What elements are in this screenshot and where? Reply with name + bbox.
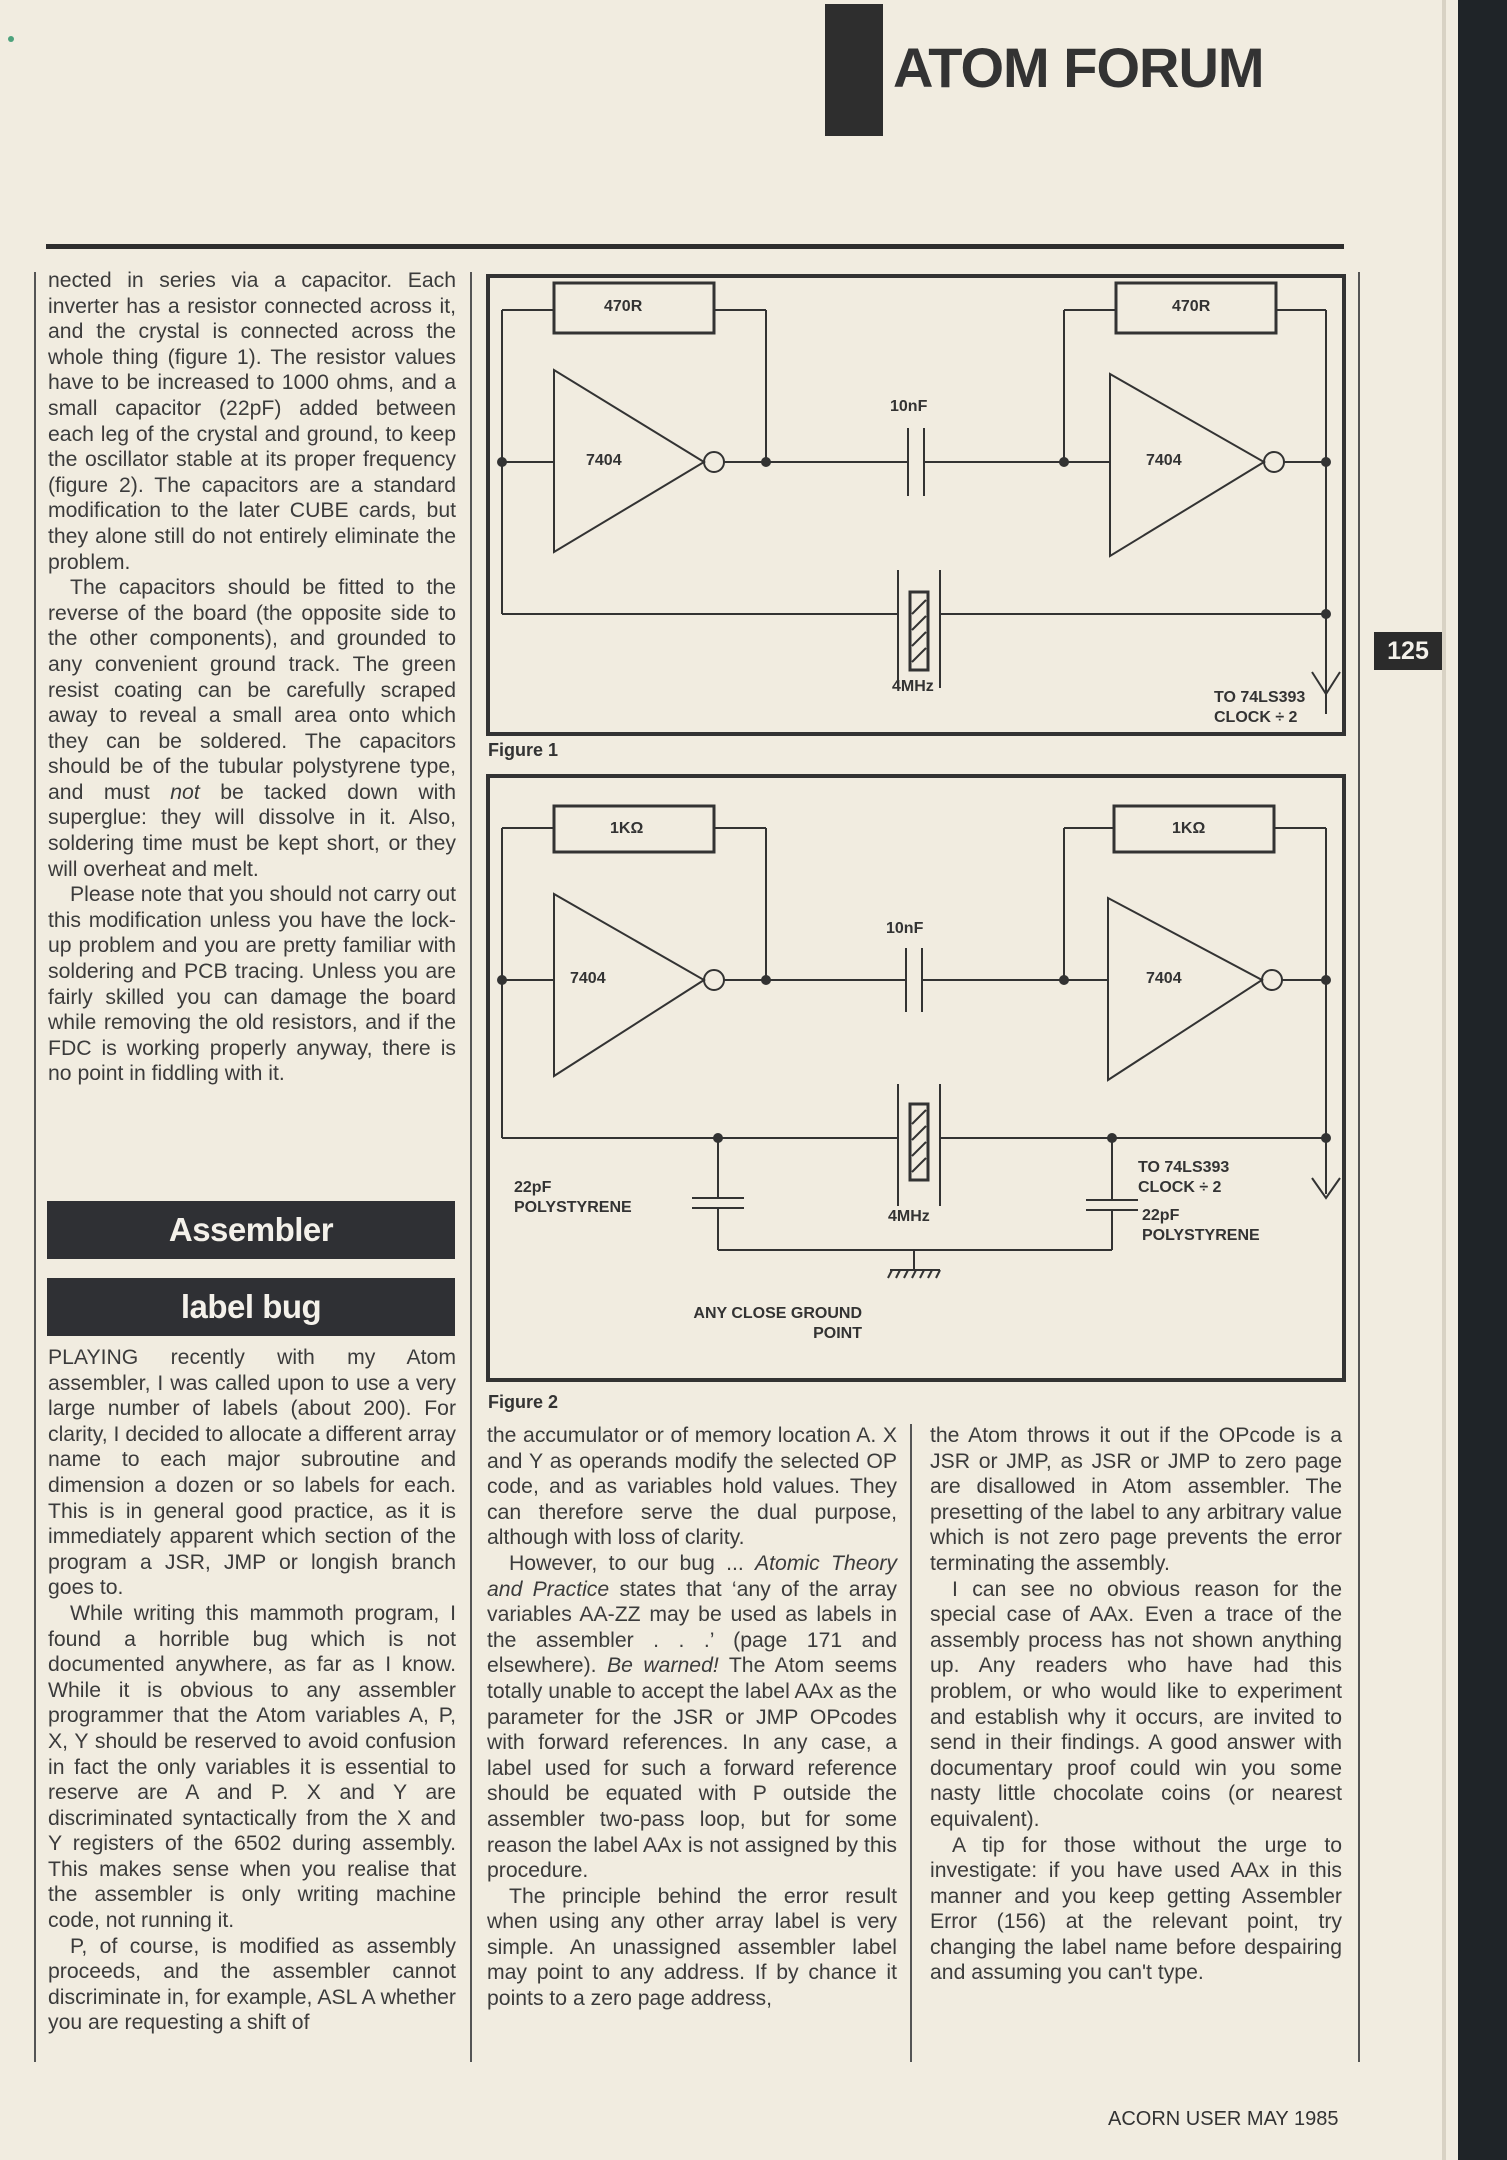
left-capacitor-label: 22pF POLYSTYRENE: [514, 1179, 632, 1216]
paragraph: the accumulator or of memory location A.…: [487, 1424, 897, 1550]
article-continuation: nected in series via a capacitor. Each i…: [48, 268, 456, 1087]
inverter-icon: [1109, 372, 1266, 558]
figure-1-caption: Figure 1: [488, 740, 559, 760]
resistor-label-right: 470R: [1172, 298, 1211, 315]
column-rule-left: [34, 272, 36, 2062]
paragraph: P, of course, is modified as assembly pr…: [48, 1934, 456, 2035]
paragraph: the Atom throws it out if the OPcode is …: [930, 1424, 1342, 1575]
figure-2-caption: Figure 2: [488, 1392, 559, 1412]
header-accent-bar: [825, 4, 883, 136]
inverter-icon: [1107, 896, 1264, 1082]
resistor-label-left: 1KΩ: [610, 820, 644, 837]
paragraph: However, to our bug ... Atomic Theory an…: [487, 1551, 897, 1883]
paragraph: I can see no obvious reason for the spec…: [930, 1577, 1342, 1831]
article-body-col3: the Atom throws it out if the OPcode is …: [930, 1423, 1342, 1986]
column-rule-right: [1358, 272, 1360, 2062]
resistor-icon: [1114, 281, 1278, 335]
ground-label: ANY CLOSE GROUND POINT: [693, 1305, 862, 1342]
publication-footer: ACORN USER MAY 1985: [1108, 2108, 1339, 2130]
page-number-tab: 125: [1374, 632, 1442, 670]
inverter-label-left: 7404: [570, 970, 606, 987]
capacitor-label: 10nF: [886, 920, 924, 937]
section-title: ATOM FORUM: [893, 36, 1265, 99]
header-rule: [46, 244, 1344, 249]
paragraph: A tip for those without the urge to inve…: [930, 1833, 1342, 1985]
article-headline-line1: Assembler: [47, 1201, 455, 1259]
paragraph: The principle behind the error result wh…: [487, 1884, 897, 2011]
paragraph: While writing this mammoth program, I fo…: [48, 1601, 456, 1933]
resistor-label-left: 470R: [604, 298, 643, 315]
book-title: Atomic Theory and Practice: [487, 1551, 897, 1601]
inverter-label-left: 7404: [586, 452, 622, 469]
article-body-col1: PLAYING recently with my Atom assembler,…: [48, 1345, 456, 2036]
article-headline-line2: label bug: [47, 1278, 455, 1336]
crystal-icon: [908, 590, 930, 672]
inverter-icon: [553, 368, 706, 554]
page-edge-shadow: [1442, 0, 1446, 2160]
paragraph: nected in series via a capacitor. Each i…: [48, 269, 456, 574]
column-rule-lower: [910, 1424, 912, 2062]
resistor-label-right: 1KΩ: [1172, 820, 1206, 837]
emphasis: not: [170, 780, 200, 804]
inverter-label-right: 7404: [1146, 452, 1182, 469]
article-body-col2: the accumulator or of memory location A.…: [487, 1423, 897, 2012]
print-mark: [8, 36, 14, 42]
paragraph: PLAYING recently with my Atom assembler,…: [48, 1346, 456, 1600]
inverter-label-right: 7404: [1146, 970, 1182, 987]
page-binding-edge: [1458, 0, 1507, 2160]
capacitor-label: 10nF: [890, 398, 928, 415]
crystal-label: 4MHz: [888, 1208, 930, 1225]
output-label: TO 74LS393 CLOCK ÷ 2: [1138, 1159, 1230, 1196]
warning-emphasis: Be warned!: [607, 1654, 719, 1678]
figure-1-circuit: 470R 470R 7404 7404 10nF 4MHz TO 74LS393…: [486, 274, 1346, 736]
paragraph: Please note that you should not carry ou…: [48, 883, 456, 1086]
paragraph: The capacitors should be fitted to the r…: [48, 576, 457, 881]
right-capacitor-label: 22pF POLYSTYRENE: [1142, 1207, 1260, 1244]
output-label: TO 74LS393 CLOCK ÷ 2: [1214, 689, 1306, 726]
resistor-icon: [552, 281, 716, 335]
crystal-icon: [908, 1102, 930, 1182]
inverter-icon: [553, 892, 706, 1078]
figure-2-circuit: 1KΩ 1KΩ 7404 7404 10nF 4MHz 22pF POLYSTY…: [486, 774, 1346, 1382]
column-rule-middle: [470, 272, 472, 2062]
crystal-label: 4MHz: [892, 678, 934, 695]
